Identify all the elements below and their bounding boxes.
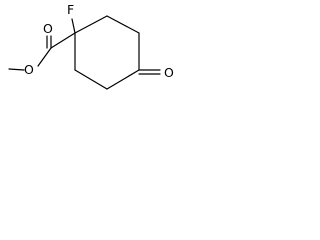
ring-bond-c4-c5	[106, 69, 140, 90]
ring-bond-c1-c2	[74, 15, 108, 34]
bond-ether-oxygen-methyl	[8, 68, 25, 71]
structure-diagram: F O O O	[8, 2, 174, 90]
fluorine-atom-label: F	[67, 2, 74, 17]
bond-c1-fluorine	[71, 18, 76, 34]
bond-c1-ester-carbon	[50, 32, 76, 49]
ester-carbonyl-oxygen-label: O	[43, 21, 53, 36]
ring-bond-c5-c6	[74, 69, 108, 90]
bond-ester-carbon-ether-oxygen	[37, 47, 52, 67]
ketone-oxygen-label: O	[164, 65, 174, 80]
ring-bond-c2-c3	[106, 15, 140, 34]
ester-ether-oxygen-label: O	[24, 62, 34, 77]
